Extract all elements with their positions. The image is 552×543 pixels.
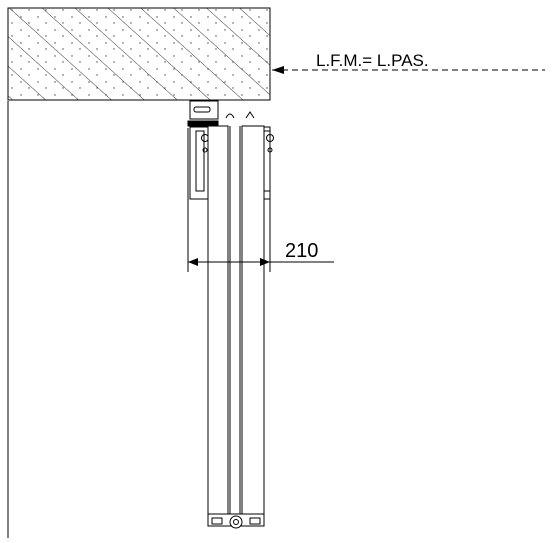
level-reference: L.F.M.= L.PAS. — [272, 51, 545, 74]
door-panels — [207, 125, 265, 515]
bottom-guide — [207, 513, 265, 529]
level-label: L.F.M.= L.PAS. — [316, 51, 429, 70]
width-dimension-label: 210 — [285, 240, 318, 262]
door-leaf-left — [207, 125, 229, 515]
ceiling-section — [7, 7, 271, 538]
width-dimension: 210 — [187, 128, 334, 272]
door-leaf-right — [241, 125, 265, 515]
